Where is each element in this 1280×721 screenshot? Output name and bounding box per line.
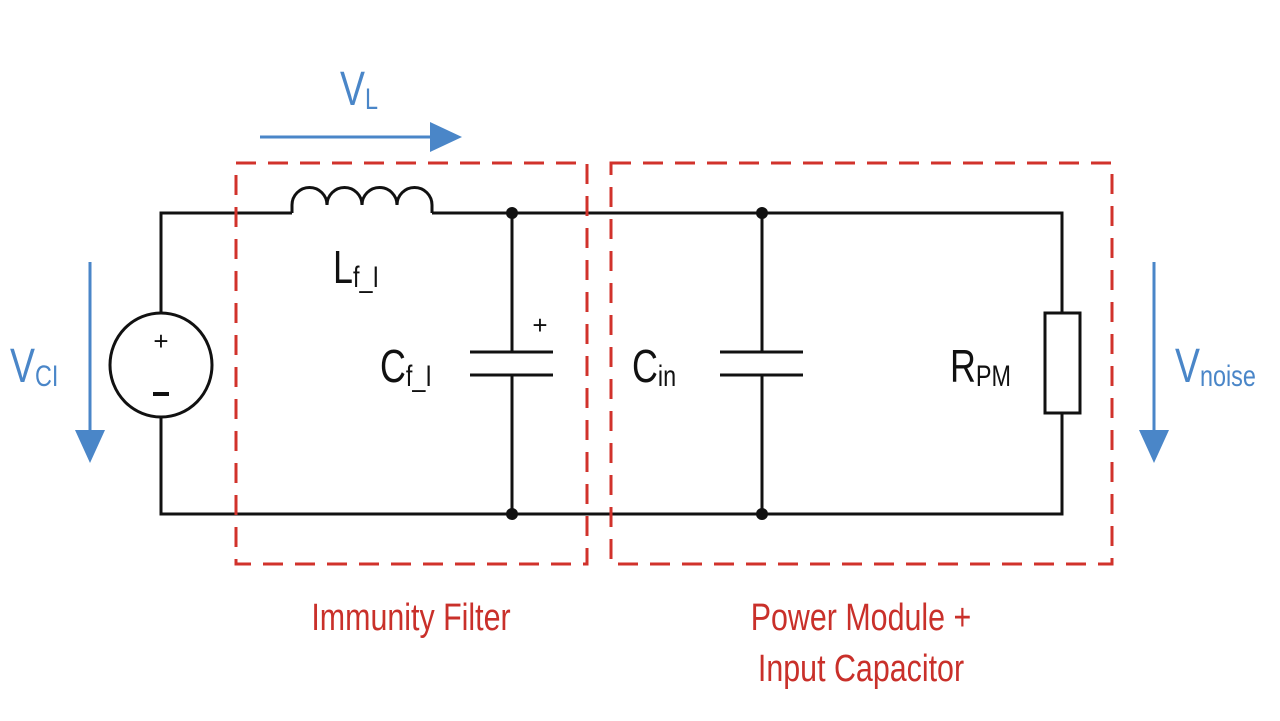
vl-arrowhead [430,122,462,152]
filter-cap-polarity: + [532,310,547,340]
vnoise-label: Vnoise [1175,340,1256,394]
junction [506,508,518,520]
filter-cap-label: Cf_I [380,341,432,393]
inductor-label: Lf_I [333,242,379,294]
junction [756,508,768,520]
resistor [1043,311,1082,415]
junction [756,207,768,219]
power-module-block [609,161,1114,566]
inductor-coil [290,186,434,213]
input-capacitor [720,350,803,377]
source-minus [153,392,169,396]
power-module-label-line2: Input Capacitor [758,648,964,690]
immunity-filter-label: Immunity Filter [311,597,510,639]
vl-label: VL [340,63,378,117]
vci-arrowhead [75,430,105,463]
junction [506,207,518,219]
power-module-label-line1: Power Module + [751,597,972,639]
source-plus: + [153,326,168,356]
vci-label: VCI [10,340,58,394]
immunity-filter-block [234,161,589,566]
top-wire-left [159,211,292,313]
voltage-source [108,311,214,419]
top-wire-right [432,211,1064,313]
input-cap-label: Cin [632,341,676,393]
vnoise-arrowhead [1139,430,1169,463]
filter-capacitor [470,350,553,377]
resistor-label: RPM [950,341,1011,393]
